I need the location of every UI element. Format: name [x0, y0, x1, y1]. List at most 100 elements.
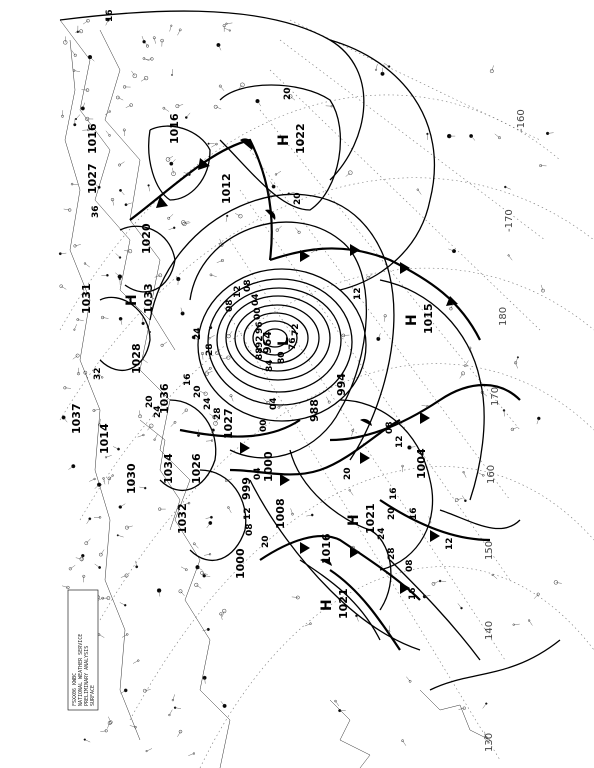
- station-wind-barb: [115, 272, 120, 277]
- high-center-value: 1028: [130, 343, 143, 374]
- station-marker: [101, 376, 104, 379]
- station-wind-barb: [222, 610, 225, 617]
- station-wind-barb: [61, 286, 67, 290]
- station-wind-barb: [99, 634, 105, 638]
- station-wind-barb: [105, 130, 110, 136]
- station-marker: [203, 391, 208, 396]
- high-center-value: 1021: [364, 503, 377, 534]
- station-wind-barb: [421, 405, 428, 407]
- station-marker: [275, 228, 279, 232]
- station-marker: [100, 315, 105, 320]
- station-wind-barb: [105, 455, 112, 458]
- isobar-value-label: 92: [255, 335, 265, 348]
- station-wind-barb: [353, 547, 358, 552]
- station-wind-barb: [457, 603, 462, 609]
- station-marker: [83, 370, 88, 375]
- title-line-1: FSXX06 KWBC: [72, 673, 78, 706]
- station-marker: [536, 592, 540, 596]
- station-wind-barb: [183, 172, 190, 175]
- station-wind-barb: [277, 225, 282, 231]
- station-marker: [192, 542, 196, 546]
- high-center-letter: H: [319, 599, 335, 611]
- station-marker: [167, 216, 171, 220]
- station-marker: [101, 596, 105, 600]
- station-wind-barb: [146, 748, 153, 752]
- station-marker: [366, 275, 371, 280]
- station-wind-barb: [456, 498, 463, 501]
- station-wind-barb: [119, 602, 126, 606]
- station-wind-barb: [89, 56, 95, 62]
- station-wind-barb: [263, 398, 269, 403]
- station-marker: [175, 104, 180, 109]
- station-marker: [171, 698, 175, 702]
- station-wind-barb: [63, 208, 70, 211]
- station-wind-barb: [345, 172, 351, 177]
- station-wind-barb: [125, 202, 132, 205]
- station-wind-barb: [142, 317, 144, 324]
- station-marker: [327, 400, 331, 404]
- isobar-value-label: 24: [153, 405, 163, 418]
- station-marker: [143, 75, 149, 81]
- isobar-value-label: 08: [385, 421, 395, 434]
- isobar-value-label: 00: [253, 307, 263, 320]
- station-wind-barb: [172, 694, 175, 701]
- lon-label: 130: [484, 733, 495, 752]
- high-center-value: 1036: [158, 383, 171, 414]
- station-wind-barb: [228, 331, 233, 337]
- station-wind-barb: [86, 518, 90, 524]
- station-marker: [219, 242, 224, 247]
- low-center-value: 988: [308, 399, 321, 422]
- station-marker: [376, 336, 381, 341]
- station-marker: [187, 501, 191, 505]
- station-marker: [115, 95, 120, 100]
- station-wind-barb: [168, 227, 175, 230]
- station-wind-barb: [204, 575, 211, 577]
- isobar-value-label: 24: [377, 527, 387, 540]
- isobar-value-label: 08: [243, 279, 253, 292]
- station-wind-barb: [440, 580, 447, 582]
- isobar-value-label: 28: [213, 407, 223, 420]
- station-wind-barb: [204, 677, 206, 684]
- station-marker: [462, 471, 465, 474]
- station-marker: [73, 328, 76, 331]
- low-center-value: 1016: [168, 113, 181, 144]
- station-wind-barb: [147, 425, 152, 431]
- station-wind-barb: [146, 326, 150, 333]
- station-marker: [219, 612, 223, 616]
- station-wind-barb: [172, 167, 174, 174]
- station-wind-barb: [448, 248, 455, 252]
- low-center-value: 994: [335, 373, 348, 396]
- station-marker: [107, 476, 112, 481]
- station-wind-barb: [108, 478, 110, 485]
- station-wind-barb: [175, 707, 182, 709]
- station-wind-barb: [86, 538, 91, 544]
- station-marker: [215, 350, 220, 355]
- station-wind-barb: [290, 508, 293, 515]
- high-center-letter: H: [404, 314, 420, 326]
- station-wind-barb: [72, 183, 79, 185]
- isobar-value-label: 72: [291, 323, 301, 336]
- station-wind-barb: [132, 660, 139, 664]
- low-center-letter: L: [276, 337, 292, 346]
- station-wind-barb: [335, 700, 340, 707]
- station-wind-barb: [290, 96, 296, 101]
- station-wind-barb: [238, 84, 243, 90]
- station-marker: [182, 221, 187, 227]
- station-marker: [125, 633, 129, 636]
- station-marker: [195, 565, 200, 570]
- isobar-value-label: 04: [253, 467, 263, 480]
- station-marker: [297, 230, 301, 234]
- station-wind-barb: [304, 623, 311, 627]
- station-wind-barb: [117, 535, 124, 538]
- station-marker: [222, 608, 227, 614]
- station-wind-barb: [100, 549, 105, 555]
- station-wind-barb: [105, 19, 109, 26]
- station-wind-barb: [120, 503, 126, 508]
- station-marker: [480, 390, 485, 395]
- station-marker: [141, 358, 144, 361]
- station-marker: [351, 545, 355, 549]
- station-wind-barb: [202, 629, 209, 632]
- high-center-value: 1022: [294, 123, 307, 154]
- station-marker: [178, 729, 183, 734]
